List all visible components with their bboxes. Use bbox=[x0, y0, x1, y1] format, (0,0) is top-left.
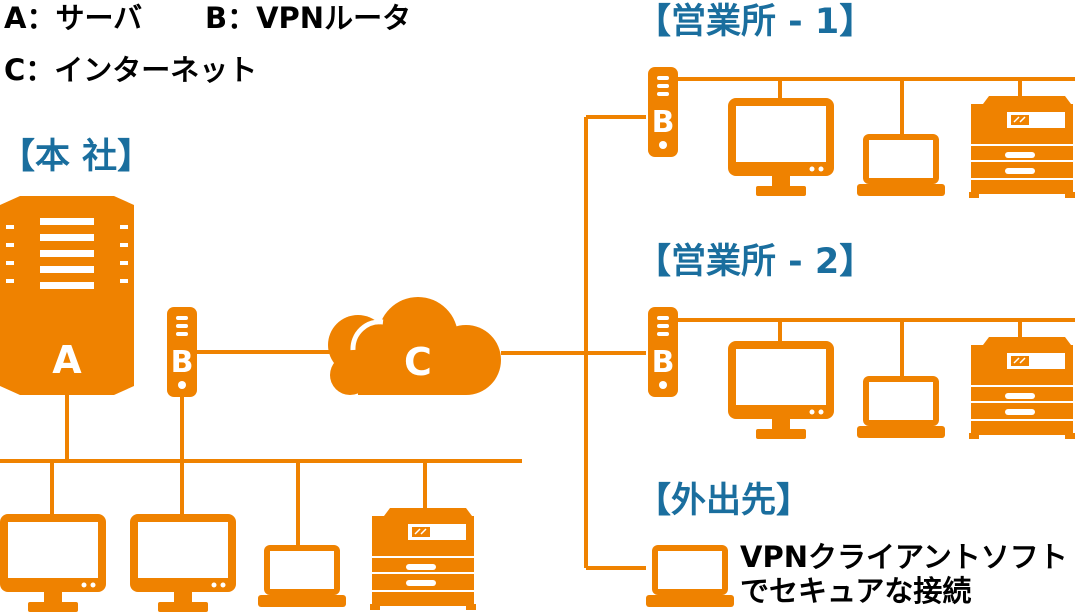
branch1-router-icon: B bbox=[648, 67, 678, 157]
remote-note: VPNクライアントソフト でセキュアな接続 bbox=[740, 540, 1068, 608]
branch2-desktop-icon bbox=[728, 341, 834, 439]
branch1-desktop-icon bbox=[728, 98, 834, 196]
legend-server: A：サーバ bbox=[4, 1, 143, 35]
hq-router-label: B bbox=[171, 345, 194, 380]
legend-internet: C：インターネット bbox=[4, 53, 258, 87]
remote-note-line-2: でセキュアな接続 bbox=[740, 574, 972, 608]
remote-laptop-icon bbox=[646, 545, 734, 607]
branch2-router-label: B bbox=[652, 345, 675, 380]
remote-note-line-1: VPNクライアントソフト bbox=[740, 540, 1068, 574]
hq-laptop-icon bbox=[258, 545, 346, 607]
legend-router: B：VPNルータ bbox=[205, 1, 412, 35]
section-title-headquarters: 【本 社】 bbox=[0, 137, 153, 177]
server-label: A bbox=[52, 338, 82, 382]
section-title-remote: 【外出先】 bbox=[636, 481, 812, 521]
cloud-icon: C bbox=[328, 297, 501, 395]
branch2-laptop-icon bbox=[857, 376, 945, 438]
branch1-laptop-icon bbox=[857, 134, 945, 196]
section-title-branch-2: 【営業所 - 2】 bbox=[636, 242, 875, 282]
hq-desktop-icon-2 bbox=[130, 514, 236, 612]
branch2-router-icon: B bbox=[648, 307, 678, 397]
cloud-label: C bbox=[404, 340, 432, 384]
hq-network-lines bbox=[0, 395, 522, 545]
hq-desktop-icon-1 bbox=[0, 514, 106, 612]
hq-router-icon: B bbox=[167, 307, 197, 397]
hq-printer-icon bbox=[369, 507, 477, 611]
branch1-lines bbox=[678, 77, 1075, 134]
branch1-router-label: B bbox=[652, 105, 675, 140]
backbone-lines bbox=[197, 115, 646, 570]
branch2-printer-icon bbox=[968, 336, 1075, 440]
server-icon: A bbox=[0, 196, 134, 395]
branch1-printer-icon bbox=[968, 95, 1075, 199]
branch2-lines bbox=[678, 318, 1075, 376]
section-title-branch-1: 【営業所 - 1】 bbox=[636, 2, 875, 42]
